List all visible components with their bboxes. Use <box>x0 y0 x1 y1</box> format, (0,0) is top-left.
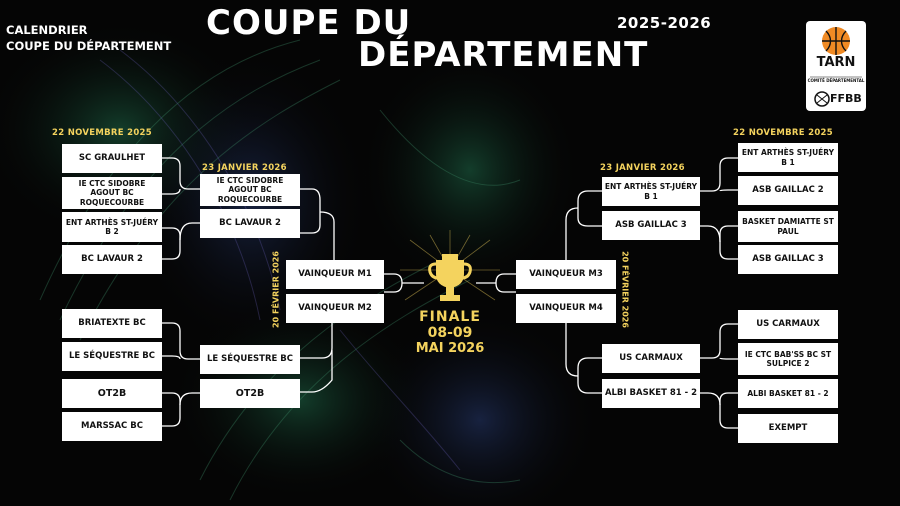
cup-label: COUPE DU DÉPARTEMENT <box>6 39 172 53</box>
date-round1-left: 22 NOVEMBRE 2025 <box>52 128 152 138</box>
final-label: FINALE 08-09 MAI 2026 <box>400 309 500 357</box>
left-r2-team-3: LE SÉQUESTRE BC <box>200 345 300 374</box>
right-r2-team-1: ENT ARTHÈS ST-JUÉRY B 1 <box>602 177 700 206</box>
logo-subtitle: COMITÉ DÉPARTEMENTAL <box>807 78 865 83</box>
date-round2-right: 23 JANVIER 2026 <box>600 163 685 173</box>
tarn-logo: TARN COMITÉ DÉPARTEMENTAL FFBB <box>806 21 866 111</box>
basketball-icon <box>810 27 862 107</box>
date-semis-right: 20 FÉVRIER 2026 <box>620 251 630 328</box>
left-r2-team-2: BC LAVAUR 2 <box>200 209 300 238</box>
right-r2-team-4: ALBI BASKET 81 - 2 <box>602 379 700 408</box>
page-title-line1: COUPE DU <box>206 3 412 43</box>
date-round2-left: 23 JANVIER 2026 <box>202 163 287 173</box>
right-r1-team-6: IE CTC BAB'SS BC ST SULPICE 2 <box>738 343 838 375</box>
left-r1-team-7: OT2B <box>62 379 162 408</box>
left-r1-team-6: LE SÉQUESTRE BC <box>62 342 162 371</box>
right-r1-team-5: US CARMAUX <box>738 310 838 339</box>
date-semis-left: 20 FÉVRIER 2026 <box>271 251 281 328</box>
left-r1-team-3: ENT ARTHÈS ST-JUÉRY B 2 <box>62 212 162 242</box>
left-r1-team-8: MARSSAC BC <box>62 412 162 441</box>
left-r2-team-1: IE CTC SIDOBRE AGOUT BC ROQUECOURBE <box>200 174 300 206</box>
calendar-subtitle: CALENDRIER COUPE DU DÉPARTEMENT <box>6 22 171 54</box>
right-r2-team-2: ASB GAILLAC 3 <box>602 211 700 240</box>
final-month: MAI 2026 <box>415 341 485 356</box>
right-r1-team-2: ASB GAILLAC 2 <box>738 176 838 205</box>
left-r1-team-5: BRIATEXTE BC <box>62 309 162 338</box>
trophy-icon <box>400 230 500 301</box>
page-title-line2: DÉPARTEMENT <box>358 35 649 75</box>
season-label: 2025-2026 <box>617 14 712 32</box>
left-semi-1: VAINQUEUR M1 <box>286 260 384 289</box>
right-r1-team-3: BASKET DAMIATTE ST PAUL <box>738 211 838 242</box>
right-r1-team-8: EXEMPT <box>738 414 838 443</box>
right-r1-team-4: ASB GAILLAC 3 <box>738 245 838 274</box>
left-r1-team-1: SC GRAULHET <box>62 144 162 173</box>
right-r2-team-3: US CARMAUX <box>602 344 700 373</box>
right-semi-2: VAINQUEUR M4 <box>516 294 616 323</box>
left-r1-team-4: BC LAVAUR 2 <box>62 245 162 274</box>
calendar-label: CALENDRIER <box>6 23 88 37</box>
logo-federation: FFBB <box>830 92 862 105</box>
left-r2-team-4: OT2B <box>200 379 300 408</box>
logo-name: TARN <box>816 55 856 70</box>
right-semi-1: VAINQUEUR M3 <box>516 260 616 289</box>
date-round1-right: 22 NOVEMBRE 2025 <box>733 128 833 138</box>
left-r1-team-2: IE CTC SIDOBRE AGOUT BC ROQUECOURBE <box>62 177 162 209</box>
final-days: 08-09 <box>427 325 473 341</box>
right-r1-team-1: ENT ARTHÈS ST-JUÉRY B 1 <box>738 143 838 172</box>
left-semi-2: VAINQUEUR M2 <box>286 294 384 323</box>
final-title: FINALE <box>419 309 481 325</box>
right-r1-team-7: ALBI BASKET 81 - 2 <box>738 379 838 408</box>
